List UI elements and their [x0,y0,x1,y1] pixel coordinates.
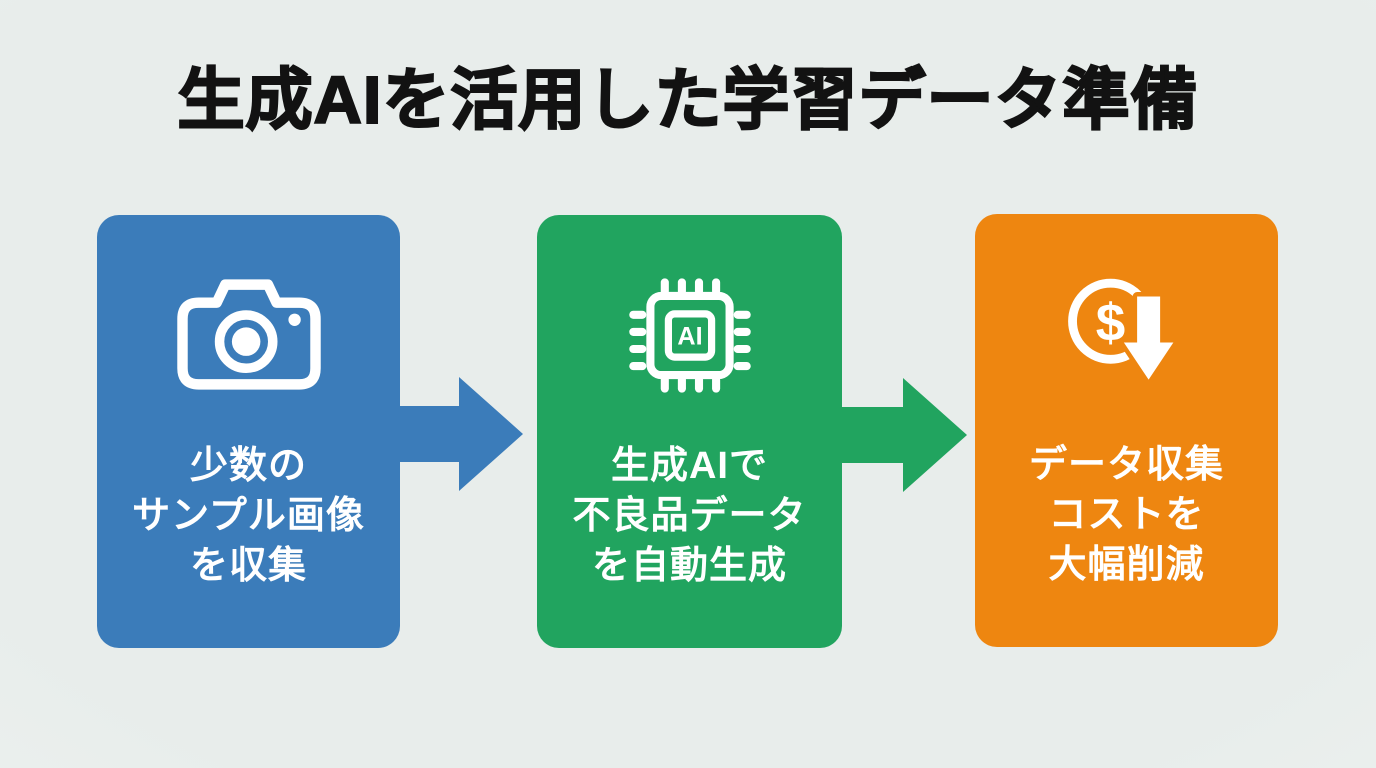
step-card-cost-reduction: $ データ収集 コストを 大幅削減 [975,214,1278,647]
down-arrow-icon [1119,291,1178,384]
ai-chip-label: AI [677,322,702,350]
step-label-line: サンプル画像 [132,495,365,537]
step-label-line: 大幅削減 [1048,544,1205,586]
step-label-line: を自動生成 [591,545,787,587]
flow-arrow-right-icon [397,377,523,491]
flow-arrow-right-icon [841,378,967,492]
camera-icon [173,275,325,395]
step-label: データ収集 コストを 大幅削減 [1029,440,1224,590]
step-label: 生成AIで 不良品データ を自動生成 [572,441,806,591]
step-label-line: データ収集 [1028,444,1224,486]
step-label: 少数の サンプル画像 を収集 [132,441,365,591]
page-title: 生成AIを活用した学習データ準備 [177,62,1199,139]
ai-chip-icon: AI [627,275,753,395]
step-card-collect-samples: 少数の サンプル画像 を収集 [97,215,400,648]
cost-reduction-icon: $ [1060,274,1193,394]
step-label-line: 少数の [189,445,307,487]
step-label-line: コストを [1048,494,1205,536]
step-label-line: 不良品データ [572,495,807,537]
step-card-generate-defect-data: AI 生成AIで 不良品データ を自動生成 [537,215,842,648]
step-label-line: 生成AIで [610,445,768,487]
step-label-line: を収集 [189,545,307,587]
